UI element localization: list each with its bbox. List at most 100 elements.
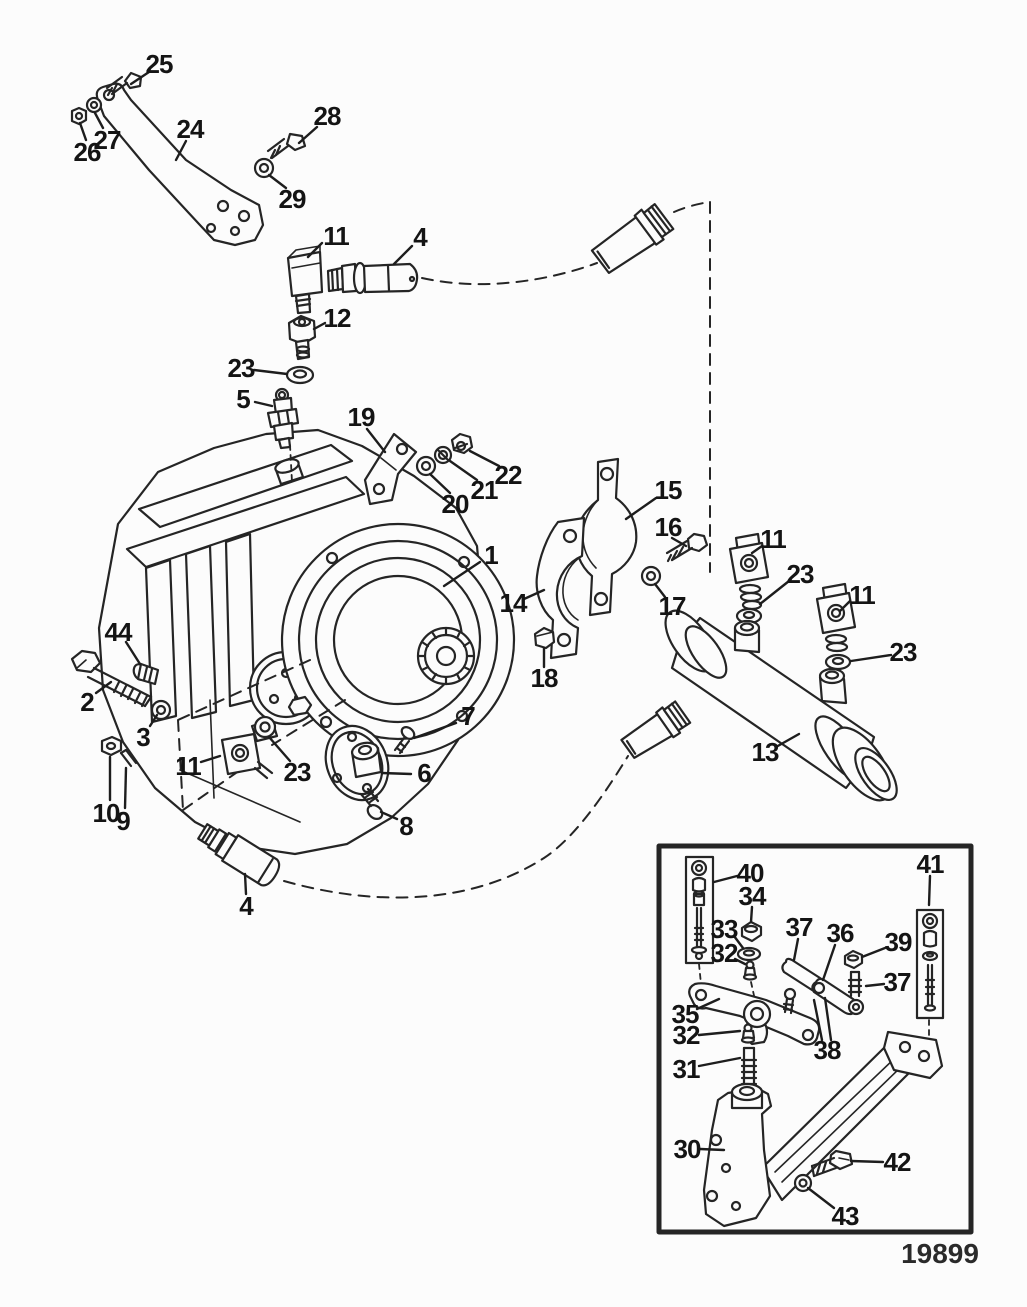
leader-line-30 — [698, 1147, 726, 1152]
callout-19: 19 — [347, 402, 376, 432]
leader-line-20 — [428, 472, 452, 495]
leader-line-11 — [838, 599, 852, 613]
part-12-fitting — [287, 314, 317, 361]
callout-22: 22 — [494, 460, 523, 490]
callout-26: 26 — [73, 137, 102, 167]
leader-line-11 — [750, 544, 764, 555]
part-29-washer — [253, 157, 275, 179]
part-32-grease-fitting-2 — [740, 1023, 756, 1044]
leader-line-38 — [812, 998, 824, 1042]
part-27-washer — [85, 96, 103, 114]
callout-13: 13 — [751, 737, 780, 767]
callout-30: 30 — [673, 1134, 702, 1164]
leader-line-26 — [78, 121, 88, 142]
part-1-transmission-housing — [97, 428, 516, 856]
leader-line-19 — [365, 427, 387, 454]
part-11-elbow-right-1 — [728, 532, 770, 611]
leader-line-2 — [94, 680, 113, 695]
part-11-elbow-right-2 — [815, 582, 857, 653]
callout-20: 20 — [441, 489, 470, 519]
part-19-bracket — [363, 432, 418, 506]
part-connector-lower-right — [620, 700, 692, 759]
leader-line-44 — [124, 640, 142, 666]
leader-line-42 — [849, 1159, 885, 1164]
callout-23: 23 — [889, 637, 918, 667]
leader-line-34 — [749, 905, 754, 924]
leader-line-38 — [823, 996, 833, 1042]
callout-36: 36 — [826, 918, 855, 948]
part-42-bolt-inset — [810, 1149, 854, 1178]
leader-line-27 — [93, 111, 105, 130]
leader-line-7 — [412, 721, 458, 740]
callout-29: 29 — [278, 184, 307, 214]
leader-line-1 — [442, 560, 482, 588]
figure-number: 19899 — [901, 1238, 979, 1269]
callout-16: 16 — [654, 512, 683, 542]
part-26-nut — [70, 106, 88, 126]
callout-12: 12 — [323, 303, 352, 333]
callout-14: 14 — [499, 588, 528, 618]
callout-28: 28 — [313, 101, 342, 131]
callout-11: 11 — [760, 524, 786, 554]
part-11-elbow-fitting-top — [286, 245, 324, 315]
callout-17: 17 — [658, 591, 687, 621]
callout-23: 23 — [227, 353, 256, 383]
callout-31: 31 — [672, 1054, 701, 1084]
callout-4: 4 — [239, 891, 254, 921]
leader-line-32 — [697, 1029, 742, 1037]
callout-32: 32 — [710, 938, 739, 968]
callout-4: 4 — [413, 222, 428, 252]
leader-line-11 — [306, 241, 324, 259]
callout-11: 11 — [175, 751, 201, 781]
part-17-washer — [640, 565, 662, 587]
callout-32: 32 — [672, 1020, 701, 1050]
leader-line-23 — [267, 735, 292, 763]
part-2-bolt — [70, 649, 153, 708]
callout-41: 41 — [916, 849, 945, 879]
part-9-pin — [119, 748, 138, 768]
callout-9: 9 — [116, 806, 131, 836]
part-20-washer — [415, 455, 437, 477]
leader-line-25 — [129, 70, 151, 86]
leader-line-22 — [468, 449, 501, 468]
callout-40: 40 — [736, 858, 765, 888]
leader-line-37 — [864, 982, 886, 988]
part-41-repair-kit — [915, 908, 945, 1020]
routing-dashed-lines — [283, 201, 711, 899]
callout-3: 3 — [136, 722, 151, 752]
part-39-nut-inset — [843, 949, 864, 970]
leader-line-35 — [695, 997, 721, 1011]
leader-line-24 — [174, 139, 188, 162]
part-23-washer-right-1 — [735, 607, 763, 625]
part-4-connector-bottom — [197, 823, 281, 887]
callout-37: 37 — [883, 967, 912, 997]
callout-24: 24 — [176, 114, 205, 144]
callout-37: 37 — [785, 912, 814, 942]
part-4-connector-top — [326, 261, 419, 295]
part-32-grease-fitting-1 — [742, 960, 758, 981]
callout-15: 15 — [654, 475, 683, 505]
callout-34: 34 — [738, 881, 767, 911]
callout-18: 18 — [530, 663, 559, 693]
callout-23: 23 — [283, 757, 312, 787]
leader-line-29 — [267, 173, 288, 190]
callout-6: 6 — [417, 758, 432, 788]
leader-line-6 — [380, 771, 413, 776]
leader-line-33 — [732, 934, 745, 950]
part-30-swivel-bracket — [702, 1030, 944, 1228]
leader-line-9 — [123, 766, 128, 810]
part-33-washer-inset — [736, 946, 762, 962]
part-22-nut — [450, 432, 474, 455]
part-16-bolt — [665, 532, 709, 563]
part-5-sender — [266, 387, 300, 450]
leader-line-28 — [297, 125, 319, 145]
leader-line-3 — [148, 713, 159, 728]
leader-line-37 — [792, 937, 800, 962]
callout-43: 43 — [831, 1201, 860, 1231]
part-28-screw — [266, 132, 307, 160]
leader-line-16 — [670, 536, 688, 548]
part-23-washer-left — [253, 715, 277, 739]
